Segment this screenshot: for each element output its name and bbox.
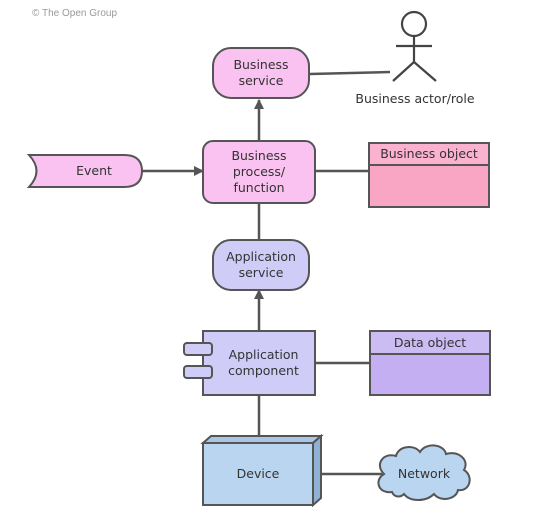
business-actor-icon[interactable] — [392, 10, 437, 82]
event-shape[interactable] — [26, 154, 144, 188]
business-process-shape[interactable] — [202, 140, 316, 204]
actor-to-service-line — [309, 70, 391, 76]
data-object-title: Data object — [393, 335, 467, 350]
application-component-shape[interactable] — [183, 330, 316, 396]
device-shape[interactable] — [200, 433, 324, 508]
data-object-shape[interactable] — [369, 330, 491, 396]
copyright-notice: © The Open Group — [32, 8, 118, 19]
component-tab-top — [183, 342, 213, 356]
network-cloud-shape[interactable] — [377, 444, 471, 501]
business-object-title: Business object — [380, 146, 478, 161]
business-service-shape[interactable] — [212, 47, 310, 99]
business-object-shape[interactable] — [368, 142, 490, 208]
application-service-shape[interactable] — [212, 239, 310, 291]
component-tab-bottom — [183, 365, 213, 379]
